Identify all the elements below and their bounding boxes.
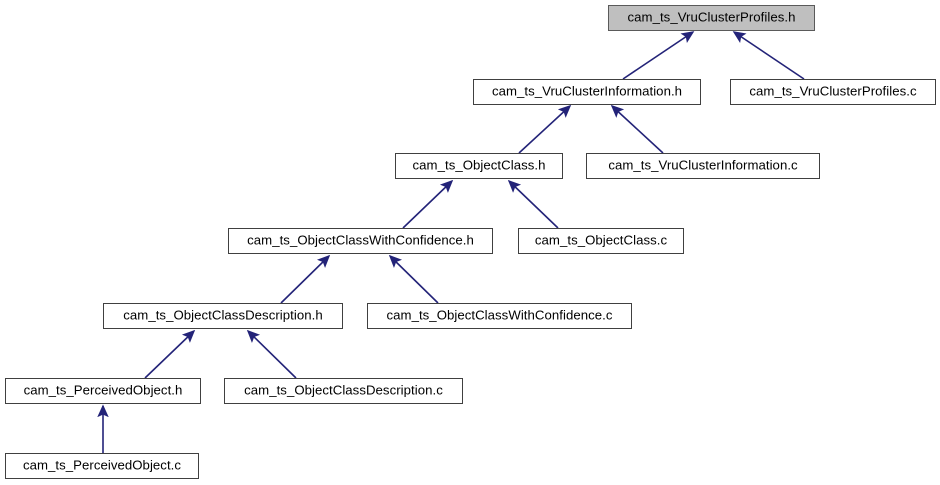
graph-node-object-class-with-confidence-h[interactable]: cam_ts_ObjectClassWithConfidence.h [228,228,493,254]
graph-node-object-class-h[interactable]: cam_ts_ObjectClass.h [395,153,563,179]
graph-node-vru-cluster-information-h[interactable]: cam_ts_VruClusterInformation.h [473,79,701,105]
graph-node-label: cam_ts_VruClusterInformation.c [608,157,798,173]
graph-node-vru-cluster-profiles-h[interactable]: cam_ts_VruClusterProfiles.h [608,5,815,31]
graph-edge [518,104,572,154]
graph-node-label: cam_ts_PerceivedObject.c [22,457,182,473]
graph-node-object-class-description-h[interactable]: cam_ts_ObjectClassDescription.h [103,303,343,329]
graph-node-perceived-object-c[interactable]: cam_ts_PerceivedObject.c [5,453,199,479]
graph-node-label: cam_ts_ObjectClassWithConfidence.h [247,232,474,248]
graph-edge [246,329,297,379]
graph-edge [388,254,439,304]
graph-node-label: cam_ts_ObjectClassDescription.h [123,307,323,323]
graph-node-vru-cluster-profiles-c[interactable]: cam_ts_VruClusterProfiles.c [730,79,936,105]
graph-node-label: cam_ts_VruClusterProfiles.h [627,9,796,25]
graph-node-label: cam_ts_PerceivedObject.h [23,382,183,398]
graph-edge [144,329,196,379]
graph-node-label: cam_ts_ObjectClass.c [534,232,668,248]
graph-edge [280,254,331,304]
graph-node-label: cam_ts_VruClusterProfiles.c [749,83,917,99]
graph-node-object-class-with-confidence-c[interactable]: cam_ts_ObjectClassWithConfidence.c [367,303,632,329]
graph-node-label: cam_ts_ObjectClassDescription.c [244,382,443,398]
graph-node-label: cam_ts_ObjectClassWithConfidence.c [386,307,613,323]
graph-edge [610,104,664,154]
graph-edge [402,179,454,229]
graph-node-label: cam_ts_ObjectClass.h [412,157,546,173]
graph-node-perceived-object-h[interactable]: cam_ts_PerceivedObject.h [5,378,201,404]
graph-node-vru-cluster-information-c[interactable]: cam_ts_VruClusterInformation.c [586,153,820,179]
graph-node-object-class-c[interactable]: cam_ts_ObjectClass.c [518,228,684,254]
graph-edge [622,31,695,80]
graph-edge [507,179,559,229]
graph-node-label: cam_ts_VruClusterInformation.h [491,83,683,99]
graph-node-object-class-description-c[interactable]: cam_ts_ObjectClassDescription.c [224,378,463,404]
graph-edge [732,31,805,80]
